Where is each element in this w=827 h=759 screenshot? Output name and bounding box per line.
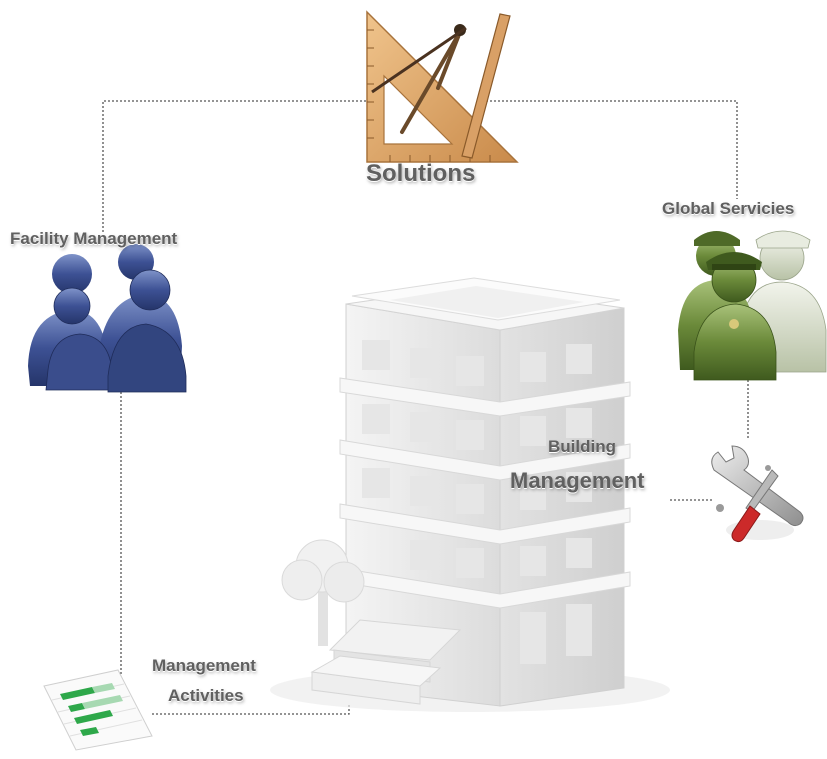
- connector-activities-building: [152, 704, 350, 715]
- connector-solutions-global: [486, 100, 738, 199]
- global-services-label: Global Servicies: [662, 199, 795, 218]
- building-management-label-line2: Management: [510, 468, 645, 493]
- management-activities-label-line1: Management: [152, 656, 256, 675]
- wrench-screwdriver-icon: [711, 445, 804, 543]
- service-workers-icon: [678, 230, 827, 381]
- connector-lines: [102, 100, 749, 715]
- facility-management-label: Facility Management: [10, 229, 178, 248]
- drafting-tools-icon: [366, 10, 519, 163]
- building-management-label-line1: Building: [548, 437, 616, 456]
- connector-solutions-facility: [102, 100, 366, 232]
- people-group-icon: [28, 244, 187, 393]
- gantt-chart-icon: [43, 669, 153, 751]
- office-building-icon: [270, 277, 670, 712]
- management-activities-label-line2: Activities: [168, 686, 244, 705]
- solutions-label: Solutions: [366, 160, 476, 187]
